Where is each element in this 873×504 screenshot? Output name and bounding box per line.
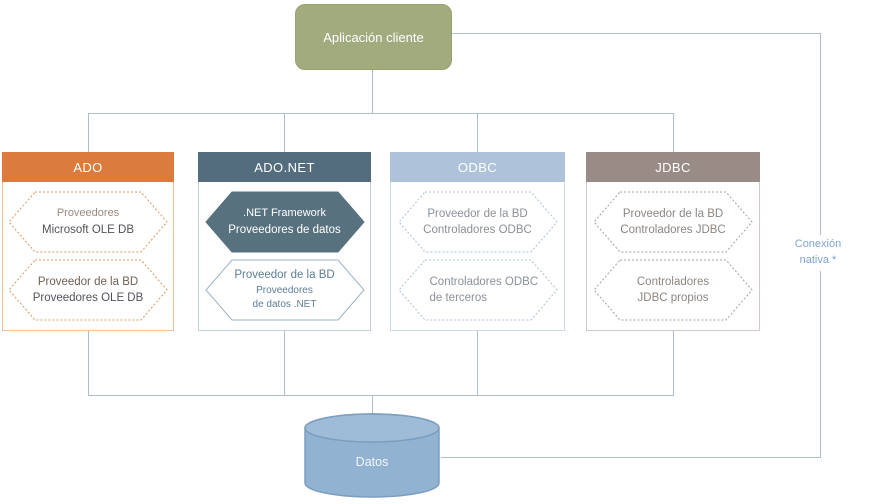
- hex-line: Proveedor de la BD: [234, 269, 335, 282]
- connector-client-down: [372, 68, 373, 113]
- connector-datastore-down: [372, 395, 373, 414]
- connector-native-top: [450, 33, 821, 34]
- connector-bottom-jdbc: [673, 331, 674, 395]
- column-adonet-title: ADO.NET: [254, 159, 315, 175]
- hexagon-shape-icon: [397, 259, 558, 321]
- connector-top-odbc: [477, 113, 478, 152]
- odbc-hexagon-third-party-text: Controladores ODBC de terceros: [398, 259, 558, 321]
- jdbc-hexagon-own-drivers: Controladores JDBC propios: [593, 259, 753, 321]
- column-adonet-body: .NET Framework Proveedores de datos Prov…: [198, 182, 371, 331]
- odbc-hexagon-db-provider-text: Proveedor de la BD Controladores ODBC: [398, 191, 558, 253]
- connector-bottom-ado: [88, 331, 89, 395]
- connector-native-bottom: [441, 457, 821, 458]
- hex-line: Proveedor de la BD: [427, 207, 528, 220]
- hex-line: Controladores ODBC: [429, 275, 539, 288]
- hex-line: Proveedores de datos: [228, 223, 341, 236]
- hexagon-shape-icon: [204, 259, 365, 321]
- column-jdbc-title: JDBC: [655, 159, 691, 175]
- hexagon-shape-icon: [593, 191, 753, 253]
- client-application-node: Aplicación cliente: [295, 4, 452, 70]
- adonet-hexagon-db-provider: Proveedor de la BD Proveedores de datos …: [204, 259, 365, 321]
- jdbc-hexagon-db-provider-text: Proveedor de la BD Controladores JDBC: [593, 191, 753, 253]
- connector-bottom-odbc: [477, 331, 478, 395]
- column-adonet: ADO.NET .NET Framework Proveedores de da…: [198, 152, 371, 331]
- column-jdbc: JDBC Proveedor de la BD Controladores JD…: [586, 152, 760, 331]
- connector-top-bus: [88, 113, 674, 114]
- hex-line: Proveedor de la BD: [37, 275, 139, 288]
- cylinder-shape-icon: [304, 413, 440, 498]
- odbc-hexagon-db-provider: Proveedor de la BD Controladores ODBC: [397, 191, 558, 253]
- jdbc-hexagon-own-drivers-text: Controladores JDBC propios: [593, 259, 753, 321]
- connector-bottom-bus: [88, 395, 674, 396]
- native-connection-line2: nativa *: [799, 253, 837, 266]
- column-jdbc-body: Proveedor de la BD Controladores JDBC Co…: [586, 182, 760, 331]
- hex-line: .NET Framework: [243, 206, 326, 219]
- column-odbc: ODBC Proveedor de la BD Controladores OD…: [390, 152, 565, 331]
- hex-line: Controladores: [636, 275, 710, 288]
- column-ado-body: Proveedores Microsoft OLE DB Proveedor d…: [2, 182, 174, 331]
- hexagon-shape-icon: [397, 191, 558, 253]
- hex-line: de terceros: [429, 292, 488, 304]
- column-odbc-title: ODBC: [457, 159, 498, 175]
- column-jdbc-header: JDBC: [586, 152, 760, 182]
- column-adonet-header: ADO.NET: [198, 152, 371, 182]
- column-ado: ADO Proveedores Microsoft OLE DB Proveed…: [2, 152, 174, 331]
- connector-top-ado: [88, 113, 89, 152]
- hex-line: JDBC propios: [637, 292, 709, 304]
- odbc-hexagon-third-party: Controladores ODBC de terceros: [397, 259, 558, 321]
- connector-top-jdbc: [673, 113, 674, 152]
- hexagon-shape-icon: [204, 191, 365, 253]
- hexagon-shape-icon: [593, 259, 753, 321]
- adonet-hexagon-framework-text: .NET Framework Proveedores de datos: [205, 191, 365, 253]
- hex-line: Microsoft OLE DB: [41, 223, 135, 236]
- connector-bottom-adonet: [284, 331, 285, 395]
- ado-hexagon-providers: Proveedores Microsoft OLE DB: [8, 191, 168, 253]
- hex-line: Proveedores: [256, 284, 313, 296]
- hex-line: Controladores ODBC: [423, 224, 532, 236]
- client-application-label: Aplicación cliente: [323, 29, 424, 45]
- connector-top-adonet: [284, 113, 285, 152]
- column-ado-title: ADO: [73, 159, 103, 175]
- hexagon-shape-icon: [8, 191, 168, 253]
- column-odbc-body: Proveedor de la BD Controladores ODBC Co…: [390, 182, 565, 331]
- hex-line: de datos .NET: [252, 299, 317, 311]
- jdbc-hexagon-db-provider: Proveedor de la BD Controladores JDBC: [593, 191, 753, 253]
- ado-hexagon-db-provider-text: Proveedor de la BD Proveedores OLE DB: [8, 259, 168, 321]
- datastore-label: Datos: [355, 455, 389, 469]
- hex-line: Proveedores: [56, 206, 120, 219]
- native-connection-line1: Conexión: [794, 238, 842, 250]
- adonet-hexagon-db-provider-text: Proveedor de la BD Proveedores de datos …: [205, 259, 365, 321]
- adonet-hexagon-framework: .NET Framework Proveedores de datos: [204, 191, 365, 253]
- ado-hexagon-db-provider: Proveedor de la BD Proveedores OLE DB: [8, 259, 168, 321]
- hexagon-shape-icon: [8, 259, 168, 321]
- column-odbc-header: ODBC: [390, 152, 565, 182]
- hex-line: Proveedor de la BD: [622, 207, 724, 220]
- column-ado-header: ADO: [2, 152, 174, 182]
- ado-hexagon-providers-text: Proveedores Microsoft OLE DB: [8, 191, 168, 253]
- hex-line: Proveedores OLE DB: [32, 292, 144, 304]
- hex-line: Controladores JDBC: [620, 224, 726, 236]
- native-connection-label: Conexión nativa *: [787, 235, 849, 271]
- datastore-node: Datos: [304, 413, 440, 499]
